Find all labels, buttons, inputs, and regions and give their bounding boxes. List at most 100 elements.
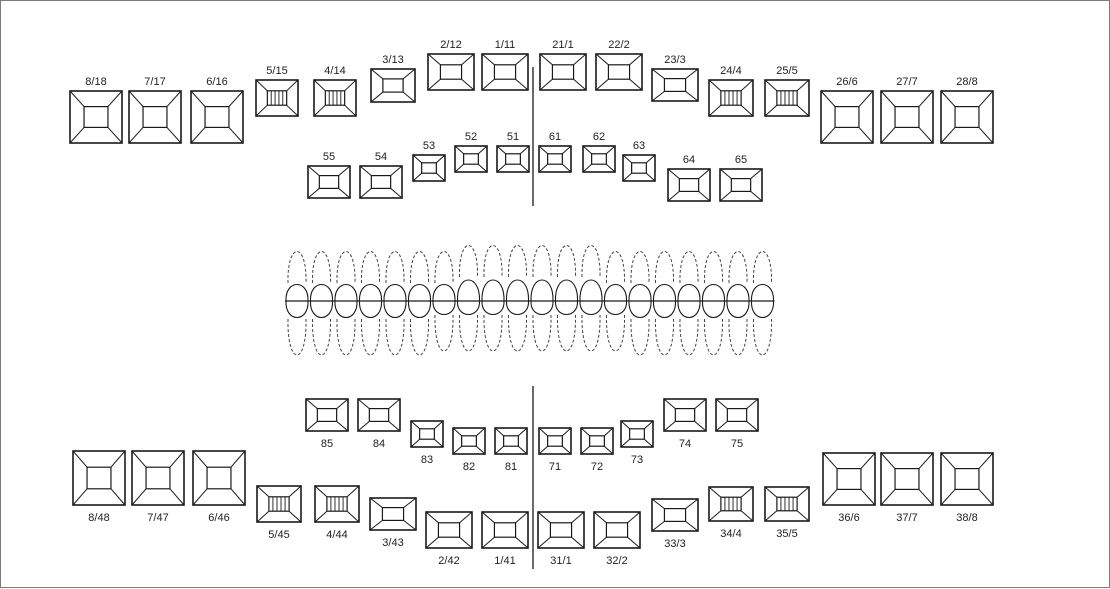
tooth-75 [715, 398, 759, 432]
tooth-label-63: 63 [633, 140, 645, 152]
lower-root [752, 318, 773, 356]
lower-root [532, 314, 552, 352]
tooth-label-72: 72 [591, 461, 603, 473]
lower-crown [701, 300, 726, 318]
tooth-label-8-18: 8/18 [85, 76, 106, 88]
tooth-label-81: 81 [505, 461, 517, 473]
upper-crown [358, 284, 383, 302]
upper-crown [750, 284, 775, 302]
tooth-82 [452, 427, 486, 455]
upper-root [703, 251, 724, 284]
lower-root [385, 318, 405, 356]
tooth-71 [538, 427, 572, 455]
tooth-4-14 [313, 79, 357, 117]
tooth-38-8 [940, 452, 994, 506]
lower-crown [456, 300, 481, 316]
lower-crown [677, 300, 701, 318]
tooth-28-8 [940, 90, 994, 144]
upper-root [630, 251, 650, 284]
lower-root [728, 318, 748, 356]
tooth-label-32-2: 32/2 [606, 555, 627, 567]
upper-root [458, 245, 479, 278]
upper-root [409, 251, 430, 284]
tooth-72 [580, 427, 614, 455]
tooth-32-2 [593, 511, 641, 549]
tooth-23-3 [651, 68, 699, 102]
tooth-label-8-48: 8/48 [88, 512, 109, 524]
tooth-52 [454, 145, 488, 173]
tooth-36-6 [822, 452, 876, 506]
tooth-label-53: 53 [423, 140, 435, 152]
upper-crown [407, 284, 432, 302]
tooth-label-5-15: 5/15 [266, 65, 287, 77]
tooth-label-75: 75 [731, 438, 743, 450]
lower-crown [432, 300, 456, 316]
tooth-label-26-6: 26/6 [836, 76, 857, 88]
tooth-label-55: 55 [323, 151, 335, 163]
upper-root [483, 245, 503, 278]
lower-crown [530, 300, 554, 316]
upper-crown [701, 284, 726, 302]
lower-root [311, 318, 332, 356]
tooth-label-7-47: 7/47 [147, 512, 168, 524]
tooth-label-1-11: 1/11 [495, 39, 516, 51]
tooth-7-17 [128, 90, 182, 144]
upper-root [385, 251, 405, 284]
lower-crown [628, 300, 652, 318]
tooth-label-1-41: 1/41 [494, 555, 515, 567]
upper-root [287, 251, 307, 284]
lower-crown [652, 300, 677, 318]
tooth-label-85: 85 [321, 438, 333, 450]
tooth-label-31-1: 31/1 [550, 555, 571, 567]
lower-crown [481, 300, 505, 316]
tooth-label-62: 62 [593, 131, 605, 143]
tooth-8-18 [69, 90, 123, 144]
tooth-3-13 [370, 68, 416, 103]
tooth-84 [357, 398, 401, 432]
tooth-label-64: 64 [683, 154, 695, 166]
lower-root [287, 318, 307, 356]
tooth-label-33-3: 33/3 [664, 538, 685, 550]
upper-crown [554, 279, 579, 302]
upper-crown [579, 279, 603, 302]
tooth-6-16 [190, 90, 244, 144]
tooth-label-82: 82 [463, 461, 475, 473]
upper-root [556, 245, 577, 278]
lower-root [581, 314, 601, 352]
tooth-label-36-6: 36/6 [838, 512, 859, 524]
upper-root [336, 251, 356, 284]
lower-crown [383, 300, 407, 318]
tooth-74 [663, 398, 707, 432]
upper-crown [628, 284, 652, 302]
tooth-81 [494, 427, 528, 455]
upper-root [654, 251, 675, 284]
tooth-label-2-42: 2/42 [438, 555, 459, 567]
tooth-61 [538, 145, 572, 173]
upper-root [752, 251, 773, 284]
tooth-label-73: 73 [631, 454, 643, 466]
tooth-label-4-44: 4/44 [326, 529, 347, 541]
upper-crown [677, 284, 701, 302]
tooth-3-43 [369, 497, 417, 531]
lower-crown [285, 300, 309, 318]
upper-root [605, 251, 626, 284]
tooth-63 [622, 154, 656, 182]
tooth-31-1 [537, 511, 585, 549]
tooth-34-4 [708, 486, 754, 522]
upper-crown [334, 284, 358, 302]
upper-root [581, 245, 601, 278]
tooth-26-6 [820, 90, 874, 144]
tooth-label-74: 74 [679, 438, 691, 450]
lower-crown [358, 300, 383, 318]
tooth-label-35-5: 35/5 [776, 528, 797, 540]
tooth-label-25-5: 25/5 [776, 65, 797, 77]
tooth-label-23-3: 23/3 [664, 54, 685, 66]
tooth-64 [667, 168, 711, 202]
tooth-label-65: 65 [735, 154, 747, 166]
tooth-21-1 [539, 53, 587, 91]
tooth-4-44 [314, 485, 360, 523]
tooth-label-61: 61 [549, 131, 561, 143]
tooth-22-2 [595, 53, 643, 91]
